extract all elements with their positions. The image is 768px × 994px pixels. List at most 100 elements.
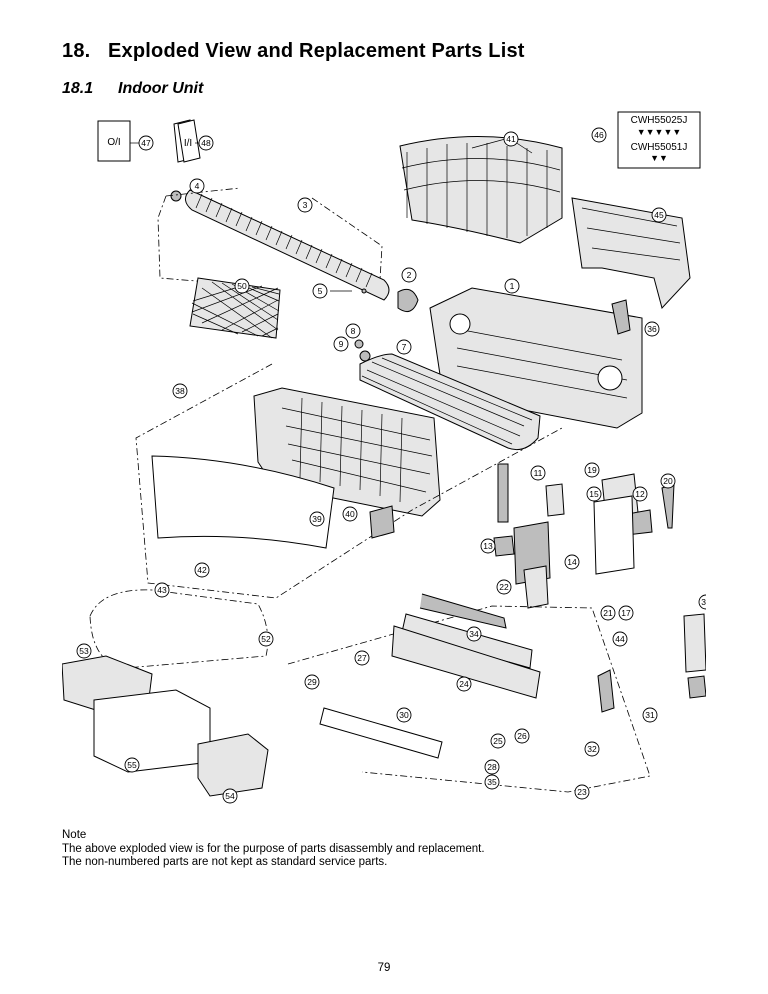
- hose-44: [419, 593, 507, 629]
- sensor-19: [497, 463, 509, 523]
- remote-control-37: [683, 613, 706, 673]
- svg-text:2: 2: [407, 270, 412, 280]
- section-title: Exploded View and Replacement Parts List: [108, 40, 525, 62]
- callout-53b: 53: [76, 643, 92, 659]
- callouts: 47 48 46 41 4 3 45 2 50 5 1 36 8 9 7 38 …: [76, 127, 706, 804]
- callout-54: 54: [222, 788, 238, 804]
- callout-43: 43: [154, 582, 170, 598]
- callout-31: 31: [642, 707, 658, 723]
- callout-17: 17: [618, 605, 634, 621]
- svg-text:35: 35: [487, 777, 497, 787]
- svg-text:40: 40: [345, 509, 355, 519]
- screw-kit-box: [617, 111, 701, 169]
- callout-8: 8: [345, 323, 361, 339]
- callout-50: 50: [234, 278, 250, 294]
- svg-text:43: 43: [157, 585, 167, 595]
- svg-text:3: 3: [303, 200, 308, 210]
- fan-motor-2: [397, 288, 419, 313]
- callout-25: 25: [490, 733, 506, 749]
- svg-text:1: 1: [510, 281, 515, 291]
- panel-outline-52: [89, 589, 269, 669]
- note-title: Note: [62, 829, 87, 841]
- callout-15: 15: [586, 486, 602, 502]
- section-number: 18.: [62, 40, 91, 62]
- svg-text:28: 28: [487, 762, 497, 772]
- svg-text:14: 14: [567, 557, 577, 567]
- box-ii-label: I/I: [184, 138, 192, 149]
- part-22: [523, 565, 549, 609]
- callout-24: 24: [456, 676, 472, 692]
- note-block: Note The above exploded view is for the …: [62, 829, 485, 870]
- callout-30: 30: [396, 707, 412, 723]
- callout-9: 9: [333, 336, 349, 352]
- svg-text:19: 19: [587, 465, 597, 475]
- callout-1: 1: [504, 278, 520, 294]
- cross-flow-fan: [170, 189, 390, 301]
- callout-34: 34: [466, 626, 482, 642]
- callout-41: 41: [503, 131, 519, 147]
- drain-tray: [401, 613, 533, 669]
- callout-47: 47: [138, 135, 154, 151]
- callout-26: 26: [514, 728, 530, 744]
- svg-text:7: 7: [402, 342, 407, 352]
- svg-text:▼▼▼▼▼: ▼▼▼▼▼: [637, 127, 682, 137]
- callout-28: 28: [484, 759, 500, 775]
- callout-36: 36: [644, 321, 660, 337]
- board-15: [545, 483, 565, 517]
- svg-text:4: 4: [195, 181, 200, 191]
- svg-text:23: 23: [577, 787, 587, 797]
- callout-7: 7: [396, 339, 412, 355]
- svg-text:9: 9: [339, 339, 344, 349]
- svg-text:31: 31: [645, 710, 655, 720]
- svg-text:8: 8: [351, 326, 356, 336]
- louver-29: [319, 707, 443, 759]
- callout-21: 21: [600, 605, 616, 621]
- callout-19: 19: [584, 462, 600, 478]
- callout-14: 14: [564, 554, 580, 570]
- callout-42: 42: [194, 562, 210, 578]
- callout-23: 23: [574, 784, 590, 800]
- callout-5: 5: [312, 283, 328, 299]
- svg-text:22: 22: [499, 582, 509, 592]
- svg-text:▼▼: ▼▼: [650, 153, 668, 163]
- callout-22: 22: [496, 579, 512, 595]
- mesh-filter-50: [189, 277, 281, 339]
- callout-38: 38: [172, 383, 188, 399]
- svg-text:25: 25: [493, 736, 503, 746]
- callout-4: 4: [189, 178, 205, 194]
- svg-text:50: 50: [237, 281, 247, 291]
- callout-35: 35: [484, 774, 500, 790]
- callout-39: 39: [309, 511, 325, 527]
- screw-kit-code-1: CWH55025J: [631, 115, 688, 126]
- svg-text:29: 29: [307, 677, 317, 687]
- air-filters: [399, 135, 563, 244]
- svg-text:13: 13: [483, 541, 493, 551]
- svg-text:24: 24: [459, 679, 469, 689]
- motor-31: [597, 669, 615, 713]
- callout-12: 12: [632, 486, 648, 502]
- installation-instructions-booklet: I/I: [173, 119, 201, 163]
- controller-12: [593, 495, 635, 575]
- svg-text:15: 15: [589, 489, 599, 499]
- subsection-title: Indoor Unit: [118, 80, 204, 97]
- screw-kit-code-2: CWH55051J: [631, 142, 688, 153]
- callout-27: 27: [354, 650, 370, 666]
- svg-text:38: 38: [175, 386, 185, 396]
- callout-32: 32: [584, 741, 600, 757]
- callout-55: 55: [124, 757, 140, 773]
- note-line-1: The above exploded view is for the purpo…: [62, 842, 485, 855]
- callout-52: 52: [258, 631, 274, 647]
- terminal-13: [493, 535, 515, 557]
- svg-text:30: 30: [399, 710, 409, 720]
- callout-20: 20: [660, 473, 676, 489]
- svg-text:34: 34: [469, 629, 479, 639]
- callout-45: 45: [651, 207, 667, 223]
- svg-text:21: 21: [603, 608, 613, 618]
- callout-40: 40: [342, 506, 358, 522]
- cover-54: [197, 733, 269, 797]
- svg-text:20: 20: [663, 476, 673, 486]
- svg-text:37: 37: [701, 597, 706, 607]
- bracket-36: [611, 299, 631, 335]
- box-oi-label: O/I: [107, 137, 120, 148]
